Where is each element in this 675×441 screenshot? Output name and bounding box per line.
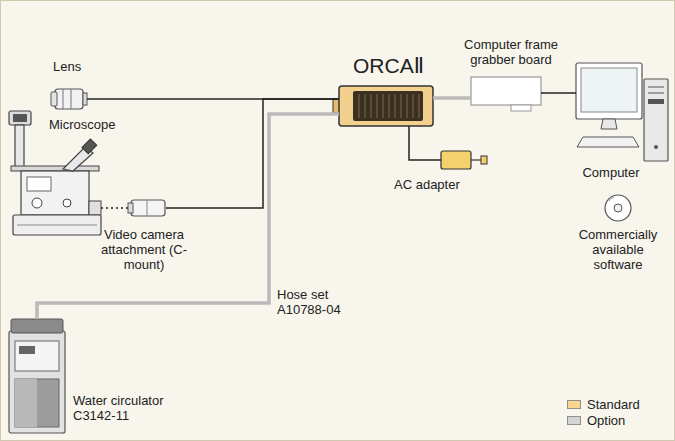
node-label: Commercially available software [575,227,661,272]
node-label: Lens [53,59,81,74]
node-label: Water circulator C3142-11 [73,393,185,423]
power-cable [409,126,441,160]
node-label: AC adapter [394,177,460,192]
ac-adapter-node: AC adapter [441,151,487,169]
ac-adapter-icon [441,151,487,169]
software-node: Commercially available software [604,194,632,222]
legend-text: Option [587,413,625,428]
computer-illustration [576,63,668,161]
c-mount-adapter-icon [128,200,165,216]
legend-swatch [567,400,581,409]
circulator-node: Water circulator C3142-11 [9,319,65,433]
software-disc-icon [605,195,631,221]
lens-icon [51,89,87,109]
lens-node: Lens [51,87,87,111]
water-circulator-illustration [9,319,65,433]
adapter-node: Video camera attachment (C-mount) [128,200,166,216]
node-label: Video camera attachment (C-mount) [89,227,199,272]
node-label: Computer frame grabber board [453,37,569,67]
camera-node: ORCAⅡ [339,86,433,126]
camera-illustration [333,86,433,126]
camera-cable [433,96,471,100]
node-label: ORCAⅡ [353,53,424,79]
node-label: Computer [574,165,648,180]
signal-line [541,92,576,94]
node-label: Microscope [49,117,115,132]
legend-text: Standard [587,397,640,412]
frame-grabber-node: Computer frame grabber board [471,77,541,111]
legend-swatch [567,416,581,425]
frame-grabber-icon [471,77,541,111]
edge-label: Hose set A10788-04 [277,287,351,317]
microscope-node: Microscope [7,109,101,237]
computer-node: Computer [576,63,669,161]
dotted-line [101,207,128,209]
